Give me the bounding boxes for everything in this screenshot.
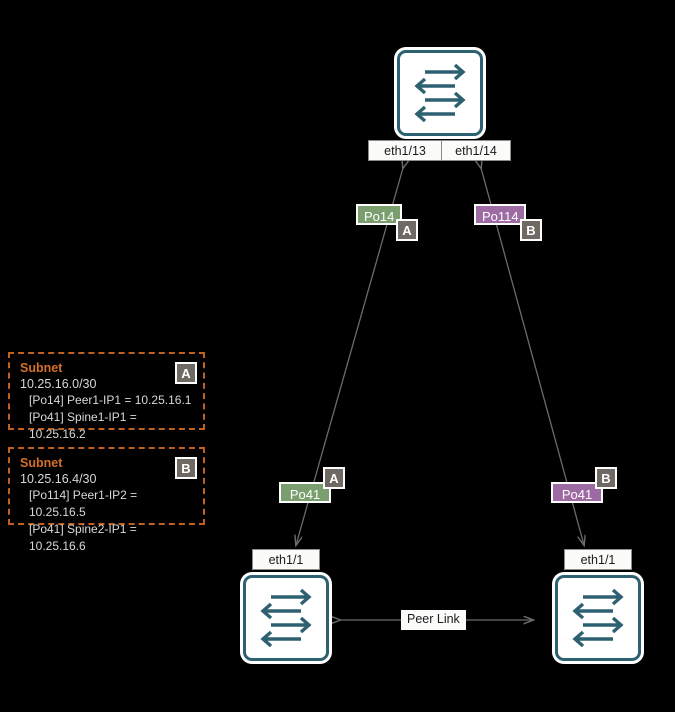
spine-port-eth1-13[interactable]: eth1/13 <box>368 140 442 161</box>
switch-icon <box>572 588 624 648</box>
subnet-a-cidr: 10.25.16.0/30 <box>20 377 97 391</box>
marker-b-subnet: B <box>175 457 197 479</box>
peer-link-label: Peer Link <box>401 610 466 630</box>
subnet-a-detail-2: [Po41] Spine1-IP1 = 10.25.16.2 <box>29 410 137 441</box>
marker-b-po41-right: B <box>595 467 617 489</box>
subnet-b-detail-1: [Po114] Peer1-IP2 = 10.25.16.5 <box>29 488 138 519</box>
leaf-left-port-eth1-1[interactable]: eth1/1 <box>252 549 320 570</box>
leaf-switch-left[interactable] <box>243 575 329 661</box>
switch-icon <box>414 63 466 123</box>
switch-icon <box>260 588 312 648</box>
po-badge-po14[interactable]: Po14 <box>356 204 402 225</box>
subnet-a-title: Subnet <box>20 361 63 375</box>
po-badge-po41-left[interactable]: Po41 <box>279 482 331 503</box>
po-badge-po41-right[interactable]: Po41 <box>551 482 603 503</box>
subnet-b-cidr: 10.25.16.4/30 <box>20 472 97 486</box>
marker-a-po41-left: A <box>323 467 345 489</box>
leaf-switch-right[interactable] <box>555 575 641 661</box>
subnet-a-detail-1: [Po14] Peer1-IP1 = 10.25.16.1 <box>29 393 192 407</box>
leaf-right-port-eth1-1[interactable]: eth1/1 <box>564 549 632 570</box>
subnet-box-b: Subnet 10.25.16.4/30 [Po114] Peer1-IP2 =… <box>8 447 205 553</box>
subnet-b-detail-2: [Po41] Spine2-IP1 = 10.25.16.6 <box>29 522 137 553</box>
marker-b-po114: B <box>520 219 542 241</box>
marker-a-po14: A <box>396 219 418 241</box>
po-badge-po114[interactable]: Po114 <box>474 204 526 225</box>
subnet-b-title: Subnet <box>20 456 63 470</box>
spine-switch[interactable] <box>397 50 483 136</box>
subnet-box-a: Subnet 10.25.16.0/30 [Po14] Peer1-IP1 = … <box>8 352 205 441</box>
spine-port-eth1-14[interactable]: eth1/14 <box>441 140 511 161</box>
marker-a-subnet: A <box>175 362 197 384</box>
